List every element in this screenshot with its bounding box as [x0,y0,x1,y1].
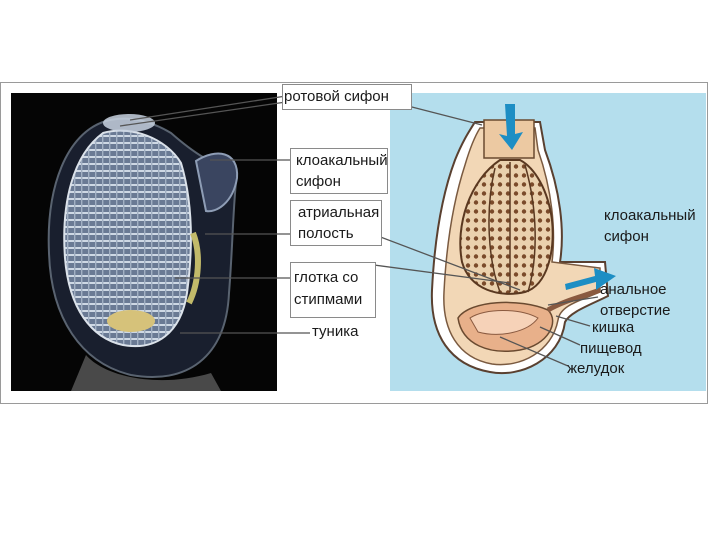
leader-oral-right [408,106,482,125]
pharynx-label-1: глотка со [294,268,358,287]
atrial-cavity-label-1: атриальная [298,203,379,222]
cloacal-siphon-left-label-1: клоакальный [296,151,388,170]
anal-opening-label-1: анальное [600,280,667,299]
atrial-cavity-label-2: полость [298,224,354,243]
oral-siphon-label: ротовой сифон [284,87,389,106]
leader-oral-left-2 [120,102,286,126]
cloacal-siphon-right-label-2: сифон [604,227,649,246]
leader-oral-left [130,96,286,120]
tunic-label: туника [312,322,358,341]
cloacal-siphon-right-label-1: клоакальный [604,206,696,225]
stomach-label: желудок [567,359,624,378]
intestine-label: кишка [592,318,634,337]
esophagus-label: пищевод [580,339,642,358]
cloacal-siphon-left-label-2: сифон [296,172,341,191]
pharynx-label-2: стипмами [294,290,362,309]
